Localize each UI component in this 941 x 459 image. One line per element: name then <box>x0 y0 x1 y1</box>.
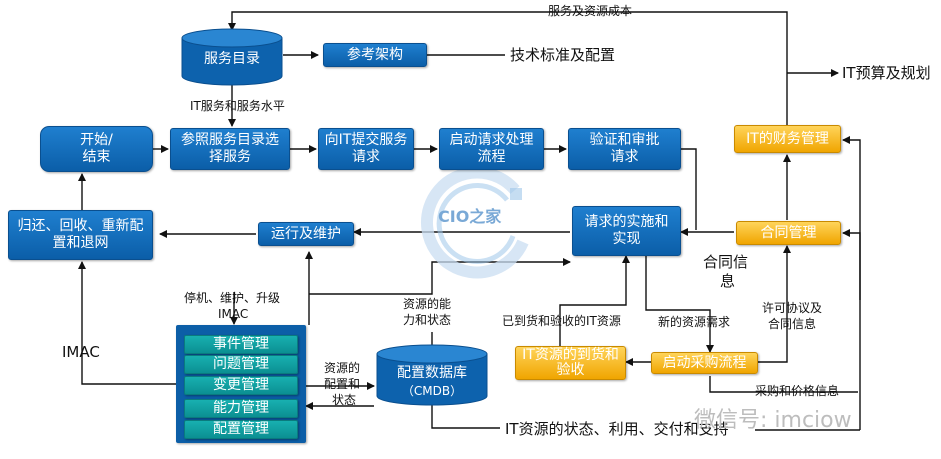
verify-approve-box: 验证和审批 请求 <box>568 128 681 170</box>
return-recycle-box: 归还、回收、重新配 置和退网 <box>8 210 153 260</box>
config-status-line1: 资源的 <box>324 361 361 375</box>
contract-mgmt-box: 合同管理 <box>736 221 841 245</box>
cio-logo-watermark <box>421 166 529 279</box>
select-service-box: 参照服务目录选 择服务 <box>170 128 290 170</box>
config-status-line2: 配置和 <box>324 377 361 391</box>
service-catalog-label: 服务目录 <box>204 51 260 67</box>
imac-label: IMAC <box>62 343 100 361</box>
contract-info-line2: 息 <box>720 272 736 290</box>
delivery-acceptance-box: IT资源的到货和 验收 <box>515 346 626 380</box>
purchase-price-label: 采购和价格信息 <box>755 384 840 398</box>
submit-request-line2: 请求 <box>352 149 380 165</box>
start-end-line2: 结束 <box>82 149 111 165</box>
start-process-line2: 流程 <box>477 149 506 165</box>
it-budget-label: IT预算及规划 <box>842 64 931 82</box>
reference-architecture-box: 参考架构 <box>323 43 427 67</box>
capacity-status-line2: 力和状态 <box>403 313 452 327</box>
implement-request-box: 请求的实施和 实现 <box>572 206 681 256</box>
new-demand-label: 新的资源需求 <box>658 315 731 329</box>
cmdb-line2: （CMDB） <box>401 384 463 398</box>
service-cost-label: 服务及资源成本 <box>548 4 633 18</box>
delivery-line2: 验收 <box>556 362 585 378</box>
tech-standard-label: 技术标准及配置 <box>510 46 616 64</box>
license-info-line2: 合同信息 <box>768 317 817 331</box>
select-service-line1: 参照服务目录选 <box>181 132 279 148</box>
service-level-label: IT服务和服务水平 <box>190 99 285 113</box>
panel-item-change: 变更管理 <box>184 376 298 395</box>
shutdown-upgrade-line1: 停机、维护、升级 <box>184 291 281 305</box>
panel-item-incident: 事件管理 <box>184 335 298 354</box>
shutdown-upgrade-line2: IMAC <box>218 307 249 321</box>
it-finance-mgmt-box: IT的财务管理 <box>734 125 841 153</box>
cmdb-line1: 配置数据库 <box>397 365 467 381</box>
panel-item-configuration: 配置管理 <box>184 420 298 439</box>
wechat-watermark: 微信号: imciow <box>694 408 852 433</box>
verify-approve-line1: 验证和审批 <box>589 132 660 148</box>
submit-request-box: 向IT提交服务 请求 <box>318 128 414 170</box>
license-info-line1: 许可协议及 <box>762 301 823 315</box>
verify-approve-line2: 请求 <box>610 149 639 165</box>
return-recycle-line1: 归还、回收、重新配 <box>17 218 144 234</box>
delivery-line1: IT资源的到货和 <box>522 347 619 363</box>
select-service-line2: 择服务 <box>209 149 251 165</box>
start-end-box: 开始/ 结束 <box>40 126 153 172</box>
start-end-line1: 开始/ <box>80 132 113 148</box>
start-process-box: 启动请求处理 流程 <box>439 128 544 170</box>
start-process-line1: 启动请求处理 <box>449 132 534 148</box>
cio-logo-text: CIO之家 <box>438 207 502 226</box>
received-resources-label: 已到货和验收的IT资源 <box>502 314 621 328</box>
capacity-status-line1: 资源的能 <box>403 297 452 311</box>
cmdb-db: 配置数据库 （CMDB） <box>376 344 488 406</box>
panel-item-problem: 问题管理 <box>184 355 298 374</box>
operations-box: 运行及维护 <box>258 222 354 246</box>
config-status-line3: 状态 <box>332 393 357 407</box>
resource-status-label: IT资源的状态、利用、交付和支持 <box>505 420 729 438</box>
return-recycle-line2: 置和退网 <box>52 235 109 251</box>
panel-item-capacity: 能力管理 <box>184 399 298 418</box>
implement-line2: 实现 <box>612 231 641 247</box>
procurement-box: 启动采购流程 <box>651 352 758 374</box>
implement-line1: 请求的实施和 <box>584 214 669 230</box>
contract-info-line1: 合同信 <box>703 253 749 271</box>
submit-request-line1: 向IT提交服务 <box>324 132 408 148</box>
service-catalog-db: 服务目录 <box>181 28 283 86</box>
